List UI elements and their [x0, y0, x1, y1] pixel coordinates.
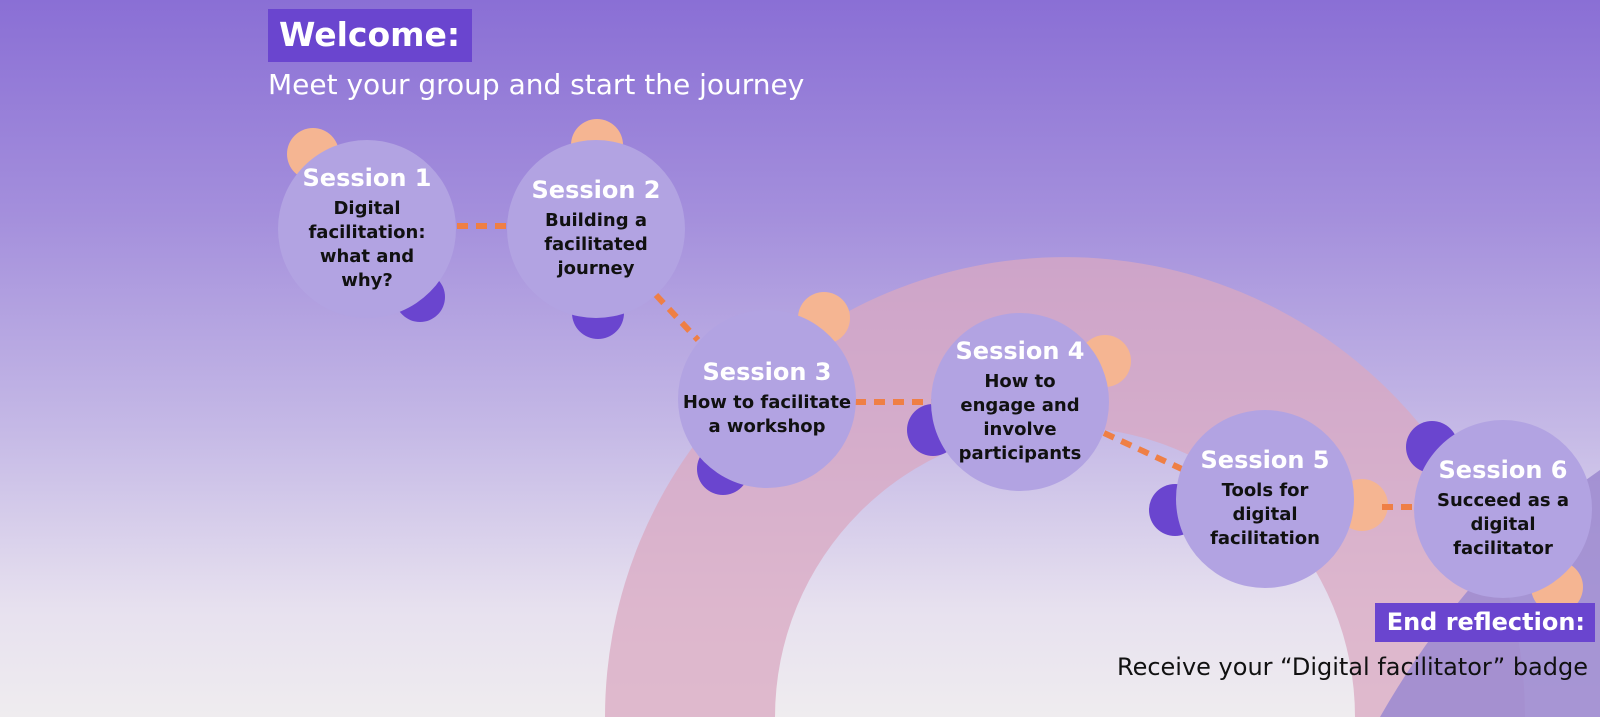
session-title: Session 2 — [531, 176, 661, 204]
session-6-circle: Session 6 Succeed as a digital facilitat… — [1414, 420, 1592, 598]
session-description: Tools for digital facilitation — [1210, 480, 1320, 549]
session-title: Session 5 — [1200, 446, 1330, 474]
connector-2-3 — [653, 292, 701, 343]
session-title: Session 1 — [302, 164, 432, 192]
session-2-circle: Session 2 Building a facilitated journey — [507, 140, 685, 318]
session-description: Building a facilitated journey — [544, 210, 648, 279]
welcome-badge: Welcome: — [268, 9, 473, 62]
welcome-subtitle: Meet your group and start the journey — [268, 68, 805, 101]
end-reflection-text: Receive your “Digital facilitator” badge — [1116, 653, 1588, 681]
session-1-circle: Session 1 Digital facilitation: what and… — [278, 140, 456, 318]
session-description: Digital facilitation: what and why? — [308, 198, 426, 291]
session-3-circle: Session 3 How to facilitate a workshop — [678, 310, 856, 488]
session-4-circle: Session 4 How to engage and involve part… — [931, 313, 1109, 491]
end-reflection-badge: End reflection: — [1374, 603, 1595, 642]
session-title: Session 3 — [702, 358, 832, 386]
session-title: Session 6 — [1438, 456, 1568, 484]
connector-4-5 — [1102, 430, 1186, 473]
session-description: Succeed as a digital facilitator — [1437, 490, 1569, 559]
session-title: Session 4 — [955, 337, 1085, 365]
session-description: How to engage and involve participants — [958, 371, 1082, 464]
session-5-circle: Session 5 Tools for digital facilitation — [1176, 410, 1354, 588]
session-description: How to facilitate a workshop — [682, 392, 852, 437]
